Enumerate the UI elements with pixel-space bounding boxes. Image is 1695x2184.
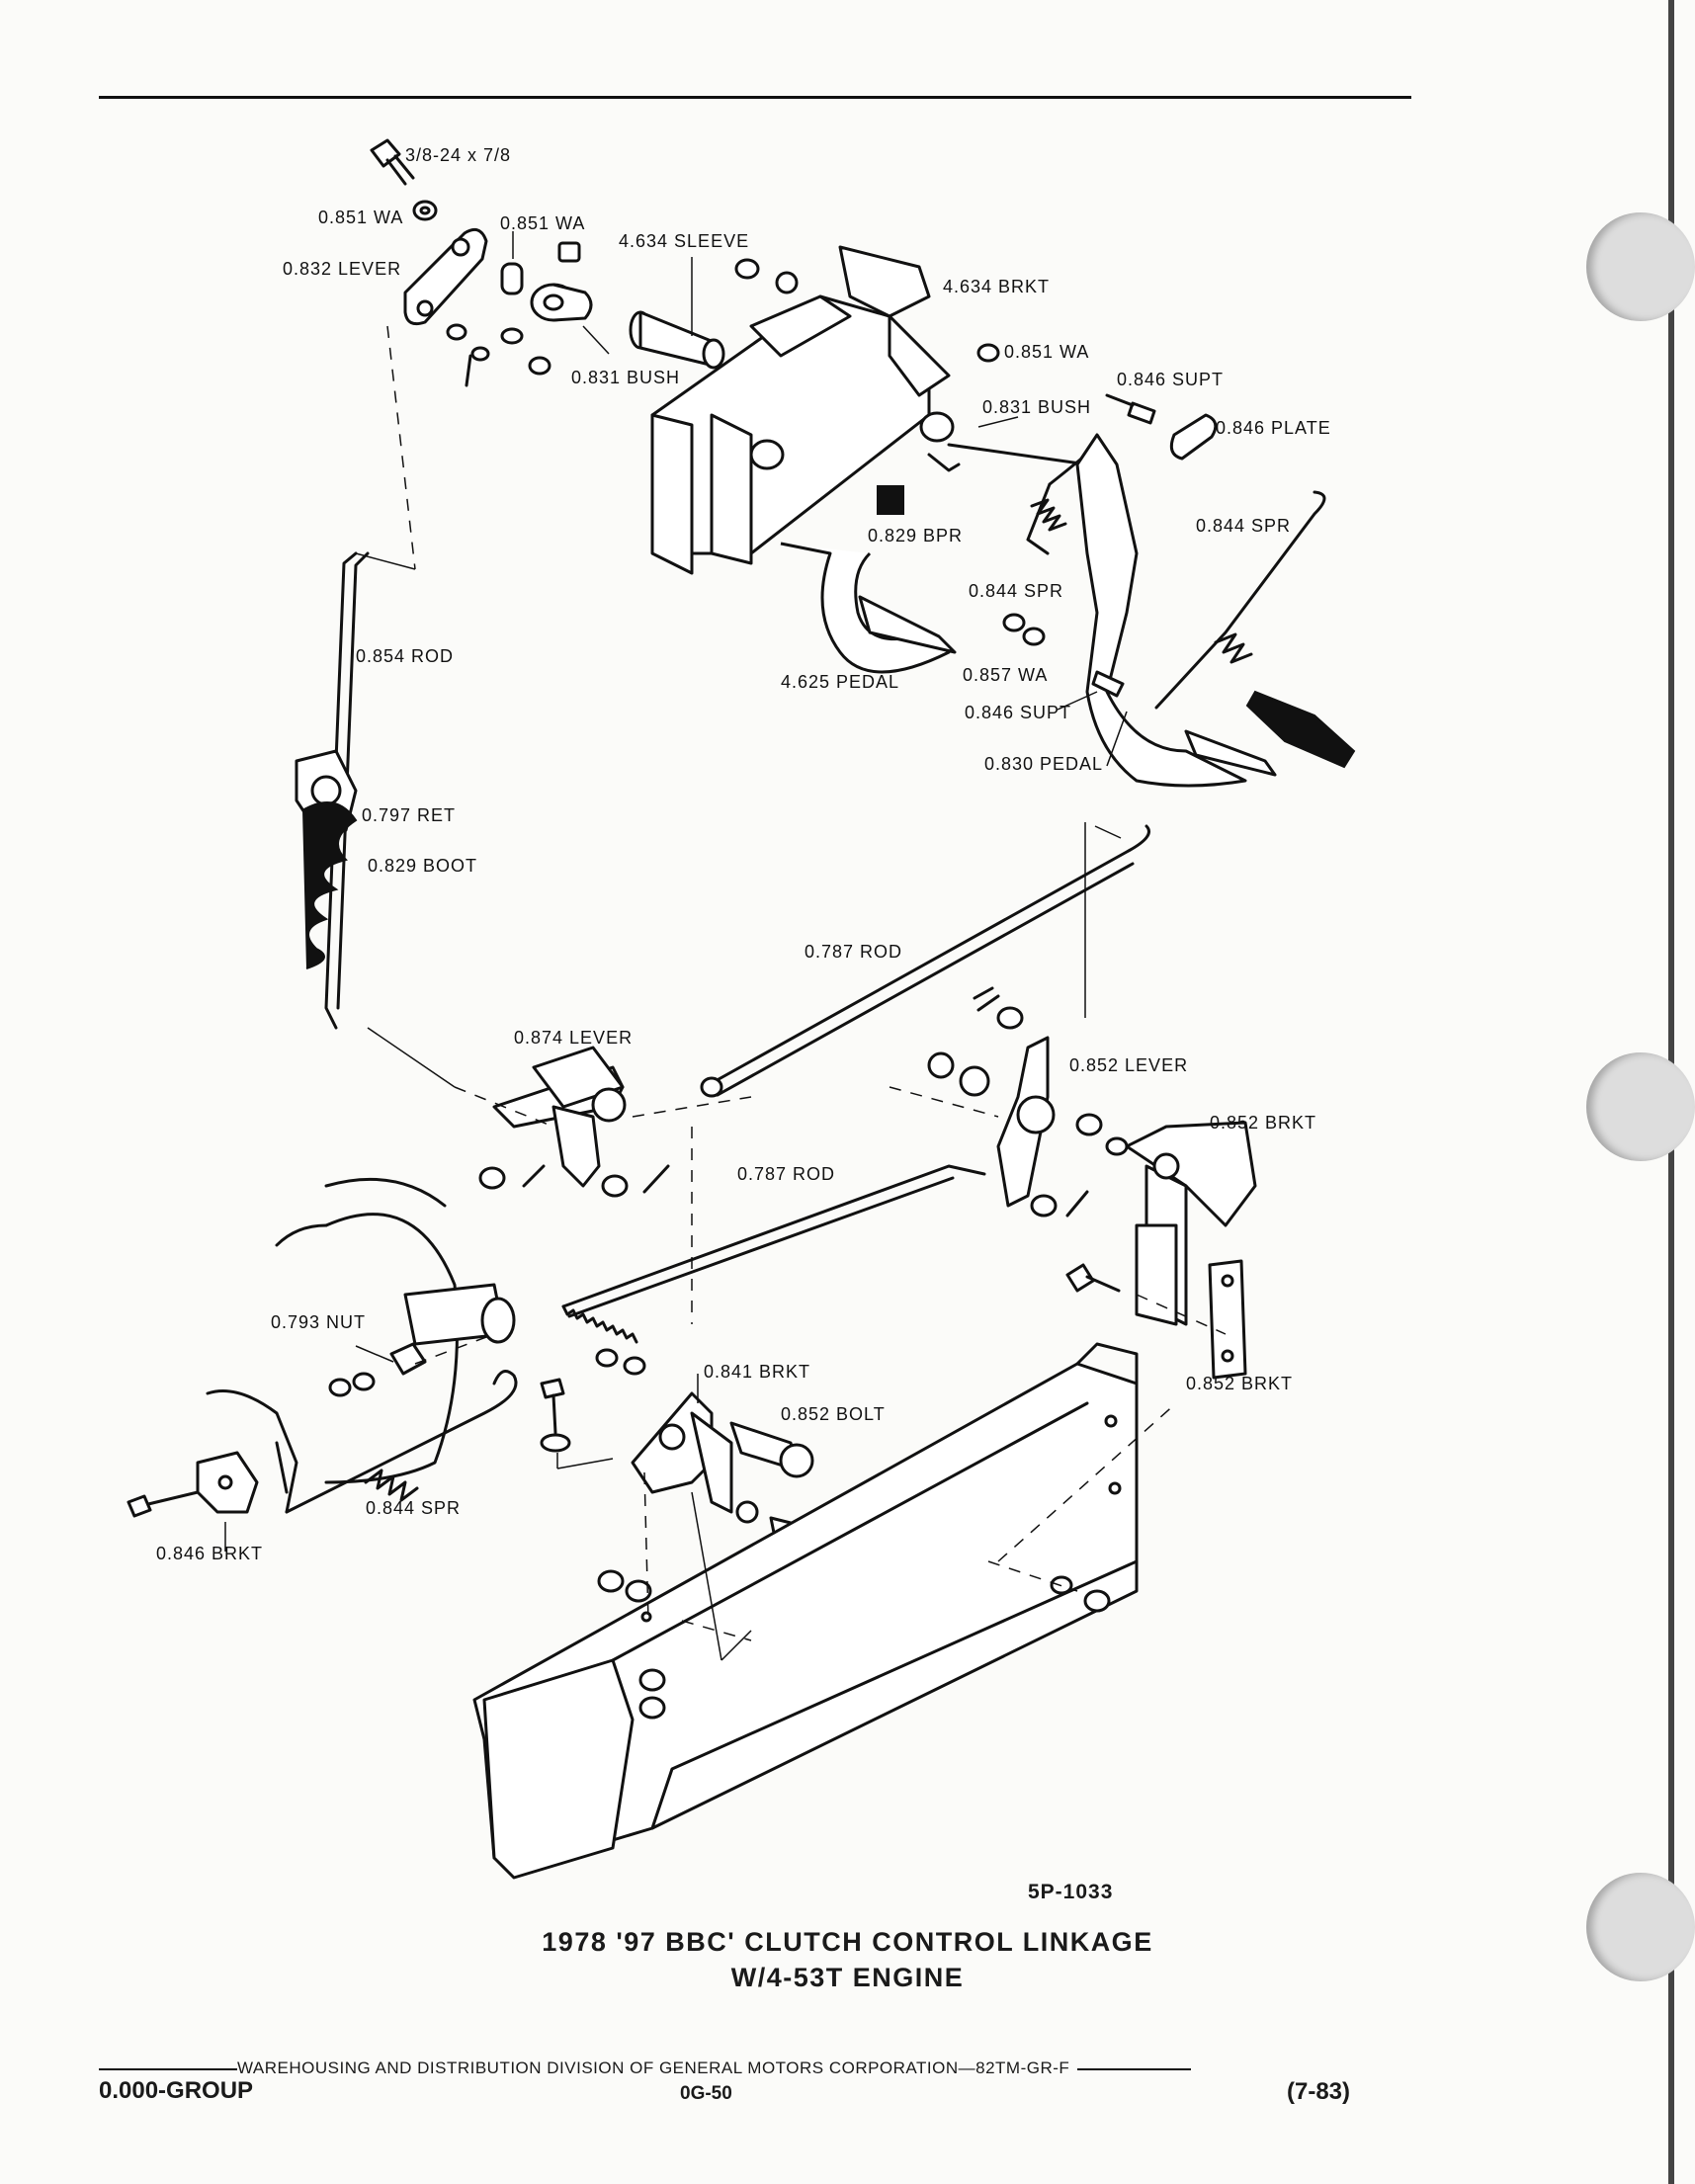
label-pedal-4625: 4.625 PEDAL — [781, 672, 899, 692]
footer-date: (7-83) — [1287, 2078, 1351, 2105]
bumper-0829-part — [877, 485, 904, 515]
label-bolt-spec: 3/8-24 x 7/8 — [405, 145, 511, 165]
footer-rule-right — [1077, 2067, 1192, 2070]
bushing-0831-left — [530, 283, 593, 322]
header-rule — [99, 96, 1411, 99]
label-wa-0851-mid: 0.851 WA — [500, 213, 585, 233]
sleeve-4634-part — [629, 310, 725, 370]
plate-0846-part — [1169, 413, 1218, 461]
caption-line-1: 1978 '97 BBC' CLUTCH CONTROL LINKAGE — [542, 1927, 1153, 1957]
label-rod-0787-top: 0.787 ROD — [805, 942, 902, 962]
leader-lines — [355, 231, 1128, 1403]
label-spr-0844-bottom: 0.844 SPR — [366, 1498, 461, 1518]
label-brkt-0852-top: 0.852 BRKT — [1210, 1113, 1316, 1133]
pedal-0830-part — [1002, 433, 1356, 788]
lever-0852-part — [889, 986, 1103, 1218]
lever-0832-part — [403, 227, 488, 326]
label-bpr-0829: 0.829 BPR — [868, 526, 963, 546]
label-wa-0851-left: 0.851 WA — [318, 208, 403, 227]
label-bolt-0852: 0.852 BOLT — [781, 1404, 886, 1424]
footer-publisher: WAREHOUSING AND DISTRIBUTION DIVISION OF… — [99, 2058, 1359, 2078]
footer-publisher-text: WAREHOUSING AND DISTRIBUTION DIVISION OF… — [237, 2058, 1070, 2077]
bracket-0841-part — [540, 1348, 733, 1514]
label-bush-0831-right: 0.831 BUSH — [982, 397, 1091, 417]
label-plate-0846: 0.846 PLATE — [1216, 418, 1331, 438]
label-spr-0844-mid: 0.844 SPR — [969, 581, 1063, 601]
binder-hole-middle — [1586, 1052, 1695, 1161]
nut-0793-part — [328, 1333, 495, 1397]
spring-0844-bottom-part — [285, 1370, 518, 1514]
boot-0829-part — [301, 801, 358, 969]
bracket-0852-bottom-part — [1065, 1259, 1247, 1380]
bushing-0831-right — [919, 411, 961, 472]
label-supt-0846-mid: 0.846 SUPT — [965, 703, 1071, 722]
bracket-4634-part — [650, 245, 1000, 575]
label-boot-0829: 0.829 BOOT — [368, 856, 477, 876]
label-lever-0832: 0.832 LEVER — [283, 259, 401, 279]
label-spr-0844-right: 0.844 SPR — [1196, 516, 1291, 536]
small-washers-left — [446, 323, 551, 387]
spring-0844-right — [1154, 490, 1326, 710]
part-labels: 3/8-24 x 7/8 0.851 WA 0.851 WA 0.832 LEV… — [156, 145, 1331, 1563]
label-brkt-0852-bottom: 0.852 BRKT — [1186, 1374, 1293, 1393]
label-wa-0851-right: 0.851 WA — [1004, 342, 1089, 362]
rod-0787-top-part — [700, 822, 1150, 1098]
lever-0874-part — [454, 1046, 752, 1198]
label-pedal-0830: 0.830 PEDAL — [984, 754, 1103, 774]
label-brkt-4634: 4.634 BRKT — [943, 277, 1050, 296]
label-ret-0797: 0.797 RET — [362, 805, 456, 825]
bracket-0852-top-part — [1105, 1121, 1257, 1326]
label-lever-0874: 0.874 LEVER — [514, 1028, 633, 1048]
washer-0851-left — [412, 200, 438, 221]
label-wa-0857: 0.857 WA — [963, 665, 1048, 685]
label-brkt-0841: 0.841 BRKT — [704, 1362, 810, 1382]
label-lever-0852: 0.852 LEVER — [1069, 1055, 1188, 1075]
rod-0787-mid-part — [561, 1127, 986, 1344]
pedal-4625-part — [780, 443, 1089, 674]
footer-rule-left — [99, 2067, 237, 2070]
label-supt-0846-top: 0.846 SUPT — [1117, 370, 1224, 389]
label-nut-0793: 0.793 NUT — [271, 1312, 366, 1332]
binder-hole-bottom — [1586, 1873, 1695, 1981]
label-sleeve-4634: 4.634 SLEEVE — [619, 231, 749, 251]
transmission-housing — [206, 1177, 516, 1514]
small-bolt-part — [557, 241, 581, 263]
label-rod-0854: 0.854 ROD — [356, 646, 454, 666]
binder-hole-top — [1586, 212, 1695, 321]
caption-line-2: W/4-53T ENGINE — [730, 1963, 965, 1992]
label-brkt-0846: 0.846 BRKT — [156, 1544, 263, 1563]
frame-rail — [472, 1342, 1177, 1880]
figure-number: 5P-1033 — [1028, 1881, 1114, 1903]
washer-0851-mid — [500, 262, 524, 295]
bracket-0846-part — [127, 1451, 259, 1552]
rod-0854-part — [324, 325, 456, 1088]
label-rod-0787-mid: 0.787 ROD — [737, 1164, 835, 1184]
footer-group: 0.000-GROUP — [99, 2077, 254, 2104]
bolt-part — [370, 138, 415, 186]
support-0846-top — [1105, 393, 1156, 425]
footer-page-number: 0G-50 — [680, 2083, 732, 2104]
label-bush-0831-left: 0.831 BUSH — [571, 368, 680, 387]
